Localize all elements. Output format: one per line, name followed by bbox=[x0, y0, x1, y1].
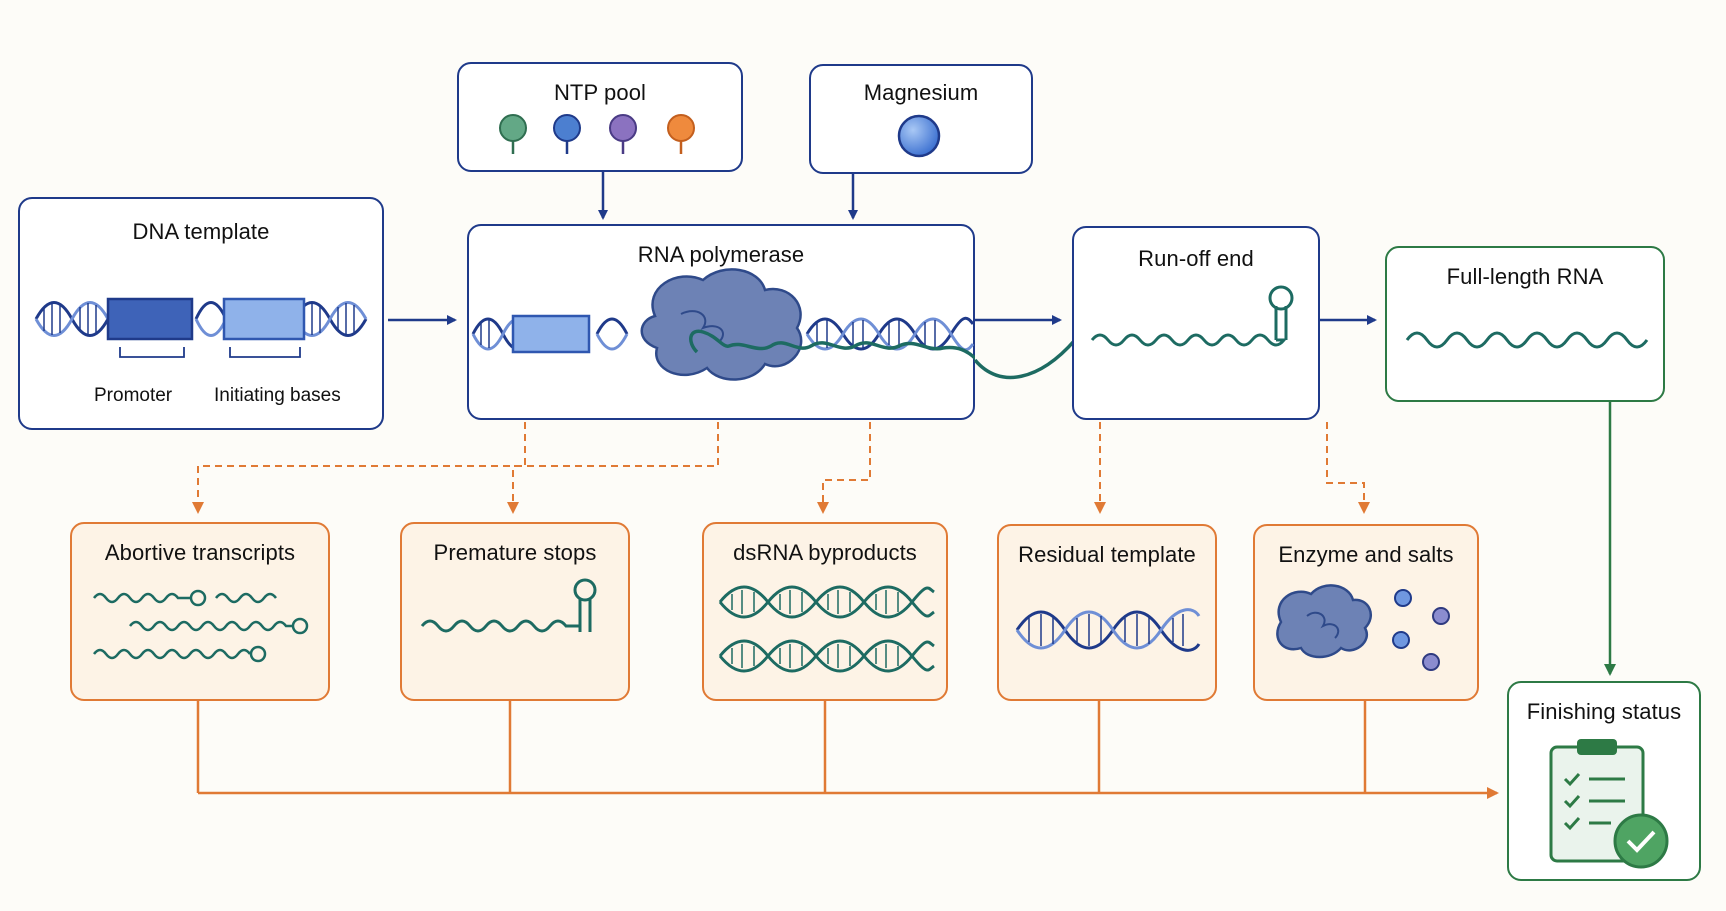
full-length-rna-node: Full-length RNA bbox=[1385, 246, 1665, 402]
dna-helix-icon bbox=[34, 301, 368, 337]
dna-template-node: DNA template Promoter In bbox=[18, 197, 384, 430]
dna-template-graphic bbox=[34, 297, 368, 358]
dashed-arrow-to-premature bbox=[507, 398, 526, 514]
abortive-transcripts-title: Abortive transcripts bbox=[104, 540, 296, 565]
full-length-rna-title: Full-length RNA bbox=[1446, 264, 1604, 289]
hairpin-icon bbox=[573, 578, 597, 632]
initiating-bases-label: Initiating bases bbox=[214, 385, 341, 406]
rna-wave-icon bbox=[420, 619, 580, 633]
enzyme-and-salts-title: Enzyme and salts bbox=[1278, 542, 1454, 567]
run-off-end-title: Run-off end bbox=[1138, 246, 1254, 271]
residual-template-title: Residual template bbox=[1018, 542, 1196, 567]
short-rna-icons bbox=[93, 589, 309, 663]
dna-helix-icon bbox=[1015, 608, 1201, 652]
rna-polymerase-title: RNA polymerase bbox=[637, 242, 805, 267]
run-off-graphic bbox=[1090, 285, 1294, 347]
rna-polymerase-node: RNA polymerase bbox=[467, 224, 975, 420]
dashed-arrow-to-enzyme bbox=[1326, 422, 1370, 514]
abortive-graphic bbox=[93, 589, 309, 663]
magnesium-title: Magnesium bbox=[863, 80, 979, 105]
premature-graphic bbox=[420, 578, 597, 633]
salt-ions-icon bbox=[1392, 589, 1450, 671]
premature-stops-title: Premature stops bbox=[433, 540, 597, 565]
ntp-pool-node: NTP pool bbox=[457, 62, 743, 172]
promoter-block-icon bbox=[106, 297, 194, 341]
enzyme-graphic bbox=[1276, 584, 1450, 671]
dsrna-helix-icon bbox=[718, 585, 935, 673]
run-off-end-node: Run-off end bbox=[1072, 226, 1320, 420]
initiating-bases-block-icon bbox=[222, 297, 306, 341]
ntp-icons bbox=[499, 114, 695, 154]
dna-template-title: DNA template bbox=[132, 219, 270, 244]
dsrna-byproducts-node: dsRNA byproducts bbox=[702, 522, 948, 701]
ntp-blue-icon bbox=[553, 114, 581, 154]
check-badge-icon bbox=[1613, 813, 1669, 869]
magnesium-node: Magnesium bbox=[809, 64, 1033, 174]
initiating-block-icon bbox=[511, 314, 591, 354]
polymerase-graphic bbox=[471, 268, 975, 381]
promoter-label: Promoter bbox=[94, 385, 173, 406]
dsrna-byproducts-title: dsRNA byproducts bbox=[733, 540, 917, 565]
finishing-status-title: Finishing status bbox=[1526, 699, 1682, 724]
dashed-arrow-to-dsrna bbox=[817, 398, 871, 514]
enzyme-and-salts-node: Enzyme and salts bbox=[1253, 524, 1479, 701]
ntp-orange-icon bbox=[667, 114, 695, 154]
dashed-arrow-to-abortive bbox=[192, 398, 719, 514]
ntp-purple-icon bbox=[609, 114, 637, 154]
residual-graphic bbox=[1015, 608, 1201, 652]
residual-template-node: Residual template bbox=[997, 524, 1217, 701]
rna-wave-icon bbox=[1090, 333, 1288, 347]
ntp-green-icon bbox=[499, 114, 527, 154]
nascent-rna-icon bbox=[689, 329, 975, 361]
hairpin-icon bbox=[1268, 285, 1294, 340]
premature-stops-node: Premature stops bbox=[400, 522, 630, 701]
full-length-graphic bbox=[1405, 331, 1649, 349]
finishing-status-node: Finishing status bbox=[1507, 681, 1701, 881]
dsrna-graphic bbox=[718, 585, 935, 673]
finishing-graphic bbox=[1549, 739, 1669, 869]
rna-wave-icon bbox=[1405, 331, 1649, 349]
ntp-pool-title: NTP pool bbox=[553, 80, 647, 105]
magnesium-icon bbox=[897, 114, 941, 158]
polymerase-blob-icon bbox=[640, 268, 803, 381]
abortive-transcripts-node: Abortive transcripts bbox=[70, 522, 330, 701]
